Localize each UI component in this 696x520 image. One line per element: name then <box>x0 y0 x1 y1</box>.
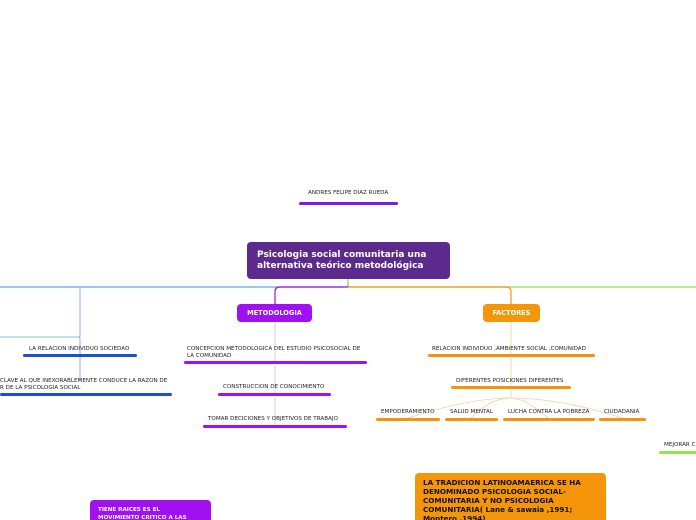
connector-left-branch <box>0 279 349 288</box>
connector-metodologia <box>274 286 348 304</box>
left-item-clave[interactable]: CLAVE AL QUE INEXORABLEMENTE CONDUCE LA … <box>0 378 168 384</box>
posicion-ciudadania-underline <box>599 418 646 421</box>
posicion-lucha-pobreza-underline <box>503 418 595 421</box>
posicion-empoderamiento-underline <box>376 418 440 421</box>
left-item-relacion-underline <box>23 354 137 357</box>
author-underline <box>299 202 398 205</box>
central-topic[interactable]: Psicologia social comunitaria una altern… <box>247 242 450 279</box>
connector-posiciones <box>407 390 623 419</box>
metodologia-child-concepcion[interactable]: CONCEPCION METODOLOGICA DEL ESTUDIO PSIC… <box>187 346 361 359</box>
posicion-ciudadania[interactable]: CIUDADANIA <box>604 409 640 415</box>
author-label: ANDRES FELIPE DIAZ RUEDA <box>308 190 389 196</box>
right-item-mejorar-underline <box>659 451 696 454</box>
metodologia-node[interactable]: METODOLOGIA <box>237 304 312 322</box>
tradicion-node[interactable]: LA TRADICION LATINOAMAERICA SE HA DENOMI… <box>415 473 606 520</box>
factores-node[interactable]: FACTORES <box>483 304 540 322</box>
metodologia-child-construccion[interactable]: CONSTRUCCION DE CONOCIMIENTO <box>223 384 325 390</box>
factores-child-relacion-underline <box>428 354 595 357</box>
metodologia-child-concepcion-underline <box>184 361 367 364</box>
factores-child-posiciones-underline <box>451 386 571 389</box>
raices-node[interactable]: TIENE RAICES ES EL MOVIMIENTO CRITICO A … <box>90 500 211 520</box>
posicion-salud-mental-underline <box>445 418 498 421</box>
metodologia-child-construccion-underline <box>218 393 331 396</box>
left-item-clave-underline <box>0 393 172 396</box>
metodologia-child-decisiones[interactable]: TOMAR DECICIONES Y OBJETIVOS DE TRABAJO <box>208 416 338 422</box>
right-item-mejorar[interactable]: MEJORAR C <box>664 442 696 448</box>
connector-factores <box>348 286 512 304</box>
left-item-relacion[interactable]: LA RELACION INDIVIDUO SOCIEDAD <box>29 346 130 352</box>
posicion-salud-mental[interactable]: SALUD MENTAL <box>450 409 493 415</box>
connector-left-sub <box>0 287 81 380</box>
posicion-empoderamiento[interactable]: EMPODERAMIENTO <box>381 409 435 415</box>
connector-right-branch <box>347 279 696 288</box>
posicion-lucha-pobreza[interactable]: LUCHA CONTRA LA POBREZA <box>508 409 590 415</box>
metodologia-child-decisiones-underline <box>203 425 347 428</box>
left-item-clave-line2: R DE LA PSICOLOGIA SOCIAL <box>0 385 81 391</box>
factores-child-relacion[interactable]: RELACION INDIVIDUO ,AMBIENTE SOCIAL ,COM… <box>432 346 586 352</box>
factores-child-posiciones[interactable]: DIFERENTES POSICIONES DIFERENTES <box>456 378 564 384</box>
